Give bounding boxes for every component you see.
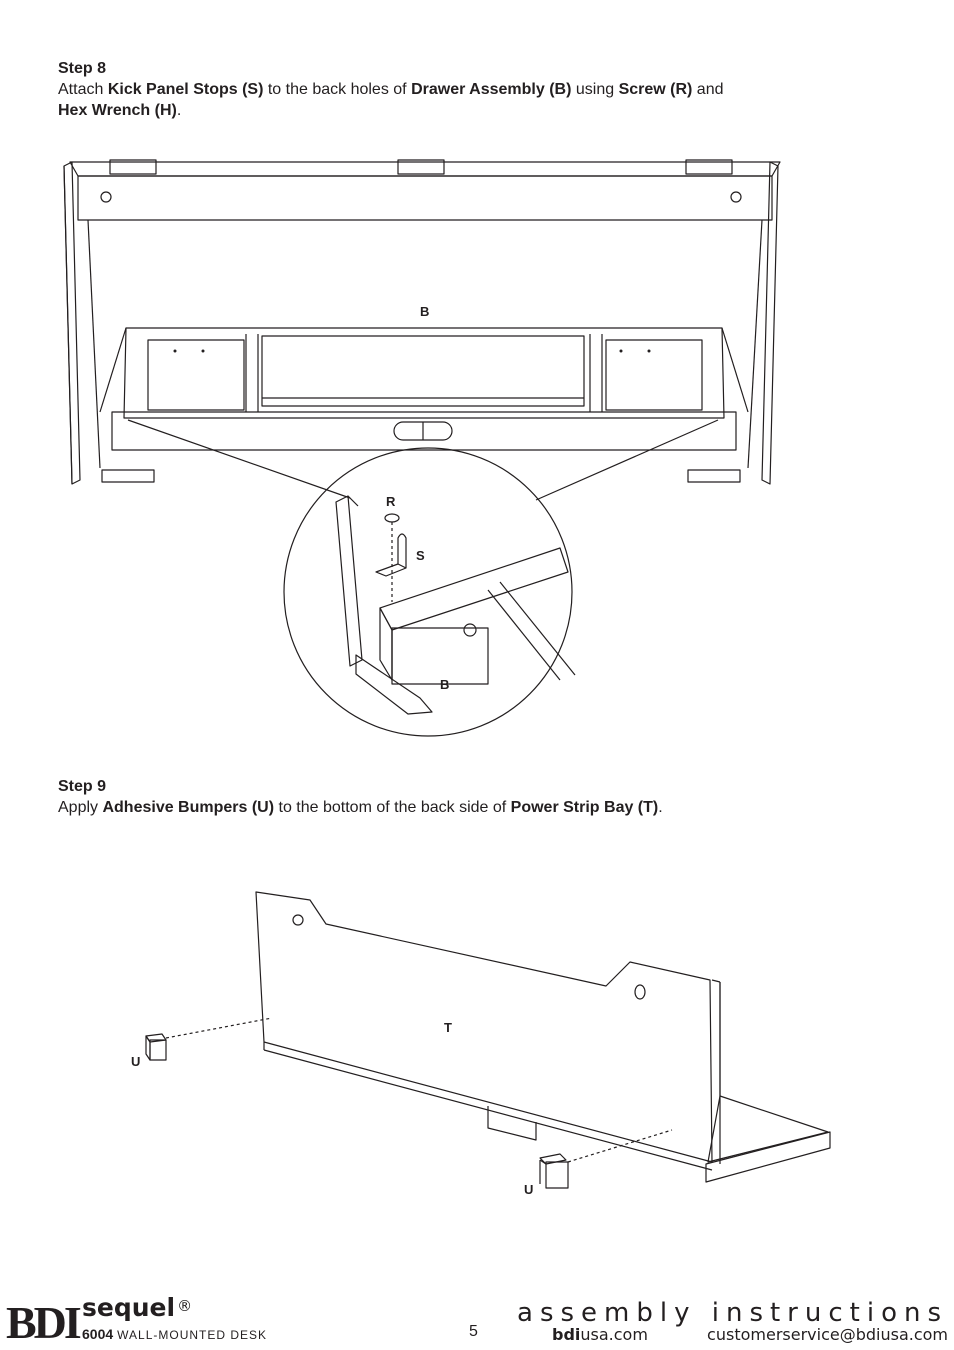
product-brand: sequel®: [82, 1294, 192, 1322]
step-8-part-drawer-assembly: Drawer Assembly (B): [411, 81, 572, 98]
part-label-t: T: [444, 1020, 452, 1035]
brand-name: sequel: [82, 1293, 176, 1322]
step-8-illustration: B R S B: [63, 159, 781, 737]
step-9-part-power-strip-bay: Power Strip Bay (T): [510, 799, 659, 816]
step-8-part-hex-wrench: Hex Wrench (H): [58, 102, 177, 119]
step-8-text: using: [571, 81, 619, 98]
website-link[interactable]: bdiusa.com: [552, 1326, 648, 1344]
step-8-text: .: [176, 102, 182, 119]
registered-mark: ®: [177, 1297, 193, 1315]
support-email[interactable]: customerservice@bdiusa.com: [707, 1325, 948, 1344]
step-9-text: .: [658, 799, 663, 816]
website-bold: bdi: [552, 1325, 581, 1344]
step-9-text: Apply: [58, 799, 103, 816]
step-9-instructions: Step 9 Apply Adhesive Bumpers (U) to the…: [58, 776, 878, 818]
step-8-text: and: [692, 81, 724, 98]
page-number: 5: [469, 1323, 478, 1340]
step-9-title: Step 9: [58, 778, 107, 795]
bdi-logo: BDI: [6, 1297, 82, 1348]
step-9-part-adhesive-bumpers: Adhesive Bumpers (U): [102, 799, 275, 816]
part-label-r: R: [386, 494, 396, 509]
website-rest: usa.com: [580, 1325, 648, 1344]
model-number: 6004: [82, 1326, 114, 1342]
step-8-part-kick-panel-stops: Kick Panel Stops (S): [107, 81, 264, 98]
part-label-s: S: [416, 548, 425, 563]
part-label-b-detail: B: [440, 677, 449, 692]
step-8-text: Attach: [58, 81, 108, 98]
step-9-text: to the bottom of the back side of: [274, 799, 511, 816]
step-8-title: Step 8: [58, 60, 107, 77]
step-8-part-screw: Screw (R): [618, 81, 693, 98]
part-label-u-right: U: [524, 1182, 533, 1197]
part-label-u-left: U: [131, 1054, 140, 1069]
model-description: WALL-MOUNTED DESK: [117, 1328, 268, 1342]
part-label-b: B: [420, 304, 429, 319]
step-9-illustration: T U U: [131, 891, 831, 1197]
assembly-instructions-heading: assembly instructions: [517, 1298, 948, 1328]
step-8-text: to the back holes of: [263, 81, 412, 98]
step-8-instructions: Step 8 Attach Kick Panel Stops (S) to th…: [58, 58, 878, 121]
